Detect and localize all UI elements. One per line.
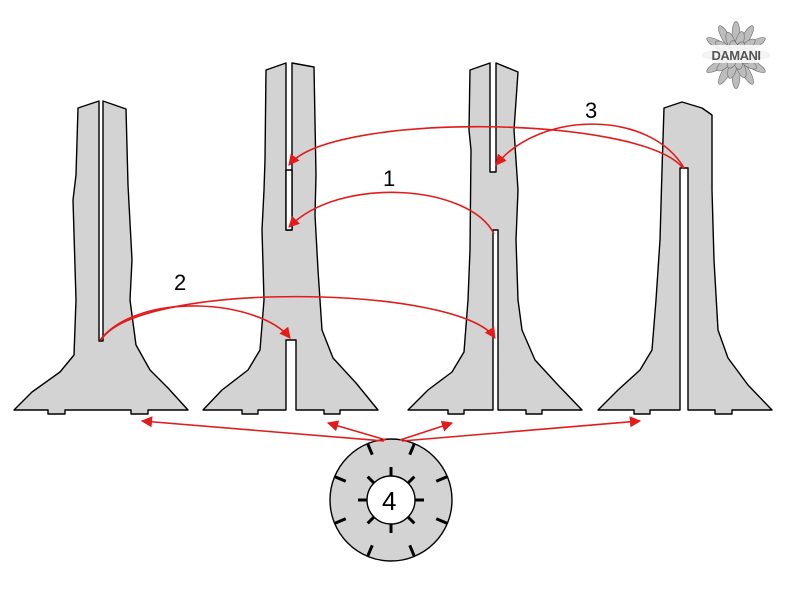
disc-outer-notch xyxy=(435,517,448,525)
arrow-3b xyxy=(495,123,685,169)
label-4: 4 xyxy=(382,486,396,516)
logo: DAMANI xyxy=(698,21,774,89)
disc-inner-notch xyxy=(366,475,376,485)
center-disc xyxy=(329,438,453,562)
disc-outer-notch xyxy=(366,443,374,456)
arrow-4b xyxy=(326,420,387,441)
arrow-4d xyxy=(401,416,642,442)
arrow-4c xyxy=(399,420,454,441)
piece-b xyxy=(202,62,379,415)
disc-outer-notch xyxy=(334,517,347,525)
label-1: 1 xyxy=(383,166,395,191)
logo-text: DAMANI xyxy=(712,48,761,63)
label-2: 2 xyxy=(174,270,186,295)
arrow-2a xyxy=(99,305,291,341)
arrows xyxy=(99,123,685,442)
label-3: 3 xyxy=(585,98,597,123)
arrow-2b xyxy=(100,295,496,341)
piece-c xyxy=(407,62,583,415)
piece-a xyxy=(13,100,189,415)
arrow-1 xyxy=(288,191,495,235)
disc-inner-notch xyxy=(406,475,416,485)
disc-inner-notch xyxy=(366,515,376,525)
disc-outer-notch xyxy=(334,475,347,483)
piece-d xyxy=(597,101,773,415)
arrow-3a xyxy=(288,125,684,169)
disc-outer-notch xyxy=(366,544,374,557)
disc-outer-notch xyxy=(408,544,416,557)
disc-outer-notch xyxy=(435,475,448,483)
disc-outer-notch xyxy=(408,443,416,456)
arrow-4a xyxy=(140,416,385,442)
disc-inner-notch xyxy=(406,515,416,525)
